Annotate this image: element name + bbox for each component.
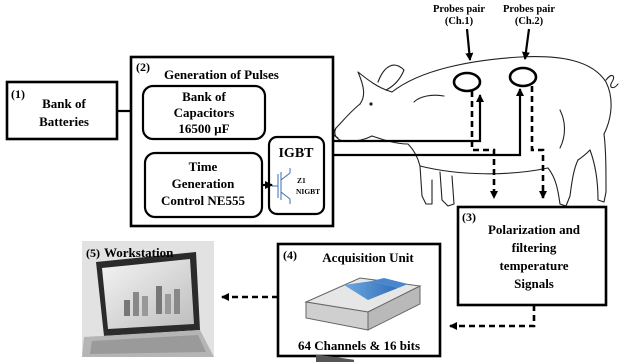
workstation-number: (5) xyxy=(86,246,100,260)
capacitors-line1: Bank of xyxy=(182,89,226,104)
block-batteries: (1) Bank of Batteries xyxy=(5,80,119,141)
pulses-number: (2) xyxy=(136,60,150,74)
pig-illustration xyxy=(331,56,619,207)
acquisition-footer: 64 Channels & 16 bits xyxy=(298,338,420,353)
probe-ch2-label-line2: (Ch.2) xyxy=(515,16,544,27)
polarization-number: (3) xyxy=(462,210,476,224)
block-acquisition: (4) Acquisition Unit 64 Channels & 16 bi… xyxy=(276,242,442,362)
polarization-line4: Signals xyxy=(514,276,554,291)
capacitors-box xyxy=(141,84,267,141)
wire-ch2 xyxy=(333,88,524,157)
polarization-line2: filtering xyxy=(512,240,557,255)
probe-ch2-label-line1: Probes pair xyxy=(503,4,555,15)
probe-ch1-ring xyxy=(452,71,482,93)
probe-ch1-label-line2: (Ch.1) xyxy=(445,16,474,27)
block-generation-of-pulses: (2) Generation of Pulses Bank of Capacit… xyxy=(129,55,335,228)
probe-ch1-label-line1: Probes pair xyxy=(433,4,485,15)
signal-ch2 xyxy=(530,86,547,199)
time-gen-line3: Control NE555 xyxy=(161,193,245,208)
pulses-title: Generation of Pulses xyxy=(164,67,279,82)
block-polarization: (3) Polarization and filtering temperatu… xyxy=(456,205,608,307)
capacitors-line2: Capacitors xyxy=(174,105,235,120)
polarization-line1: Polarization and xyxy=(488,222,581,237)
time-gen-line2: Generation xyxy=(172,176,236,191)
signal-ch1 xyxy=(470,91,498,199)
batteries-line1: Bank of xyxy=(42,96,86,111)
igbt-title: IGBT xyxy=(278,146,314,161)
workstation-title: Workstation xyxy=(104,245,174,260)
capacitors-line3: 16500 µF xyxy=(178,121,229,136)
probe-ch1: Probes pair (Ch.1) xyxy=(433,4,485,93)
igbt-symbol-icon xyxy=(272,168,291,204)
igbt-ref: Z1 xyxy=(297,176,306,185)
probe-ch2-ring xyxy=(508,66,538,88)
batteries-number: (1) xyxy=(11,87,25,101)
daq-device-icon xyxy=(304,277,422,362)
batteries-line2: Batteries xyxy=(39,114,89,129)
block-workstation: (5) Workstation xyxy=(82,241,214,357)
time-gen-line1: Time xyxy=(189,159,218,174)
igbt-part: NIGBT xyxy=(296,187,320,196)
acquisition-title: Acquisition Unit xyxy=(322,250,414,265)
probe-ch2: Probes pair (Ch.2) xyxy=(503,4,555,88)
acquisition-number: (4) xyxy=(283,248,297,262)
wire-ch1 xyxy=(333,94,484,143)
polarization-line3: temperature xyxy=(499,258,568,273)
signal-to-acquisition xyxy=(449,305,536,330)
igbt-box xyxy=(267,135,326,216)
